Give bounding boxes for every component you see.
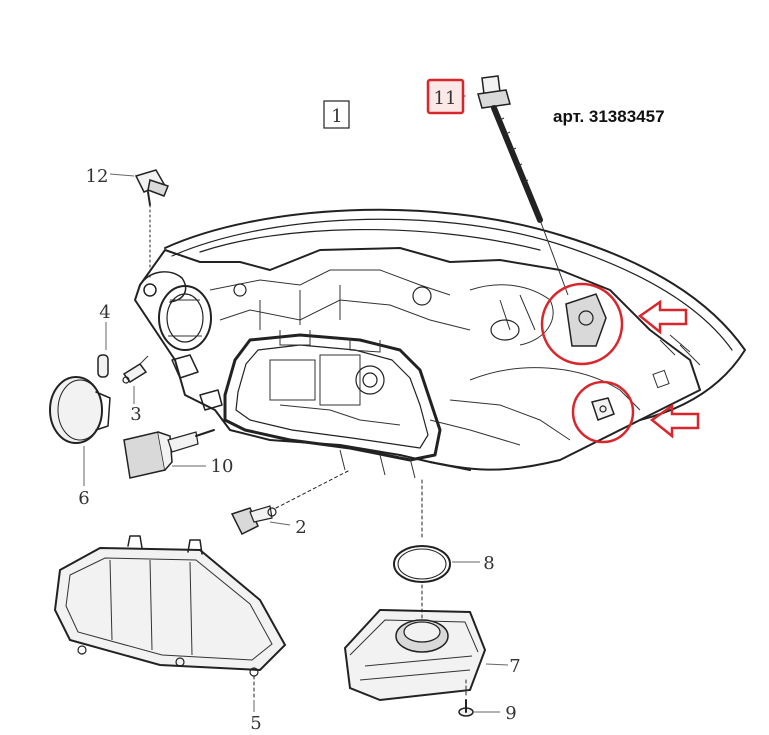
- highlight-circle-lower: [571, 380, 635, 444]
- part-11-highlight-box: [426, 78, 465, 115]
- arrow-lower: [649, 403, 700, 439]
- part-3-wedge-bulb: [122, 355, 149, 384]
- callout-8: 8: [483, 553, 494, 574]
- callout-6: 6: [78, 488, 89, 509]
- part-7-ballast: [343, 584, 487, 702]
- callout-11: 11: [434, 88, 457, 109]
- part-4-bulb: [97, 354, 109, 378]
- part-10-xenon-bulb: [123, 429, 215, 479]
- callout-10: 10: [211, 456, 234, 477]
- arrow-upper: [637, 299, 688, 335]
- part-11-adjuster-rod: [477, 75, 569, 296]
- callout-4: 4: [99, 302, 110, 323]
- highlight-circle-upper: [540, 282, 624, 366]
- callout-7: 7: [509, 656, 520, 677]
- headlamp-housing: [134, 208, 746, 479]
- callout-12: 12: [86, 166, 109, 187]
- callout-5: 5: [250, 713, 261, 734]
- part-12-connector: [134, 169, 169, 281]
- view-number: 1: [331, 106, 342, 127]
- part-5-rear-cover: [53, 535, 287, 701]
- callout-9: 9: [505, 703, 516, 724]
- part-2-bulb-socket: [230, 469, 351, 536]
- article-number: арт. 31383457: [553, 107, 665, 126]
- red-highlights: [540, 282, 700, 444]
- callout-3: 3: [130, 404, 141, 425]
- part-9-screw: [458, 679, 474, 717]
- callout-2: 2: [295, 517, 306, 538]
- part-8-o-ring: [393, 479, 451, 583]
- view-box: [323, 100, 350, 129]
- part-6-cover-cap: [49, 376, 111, 444]
